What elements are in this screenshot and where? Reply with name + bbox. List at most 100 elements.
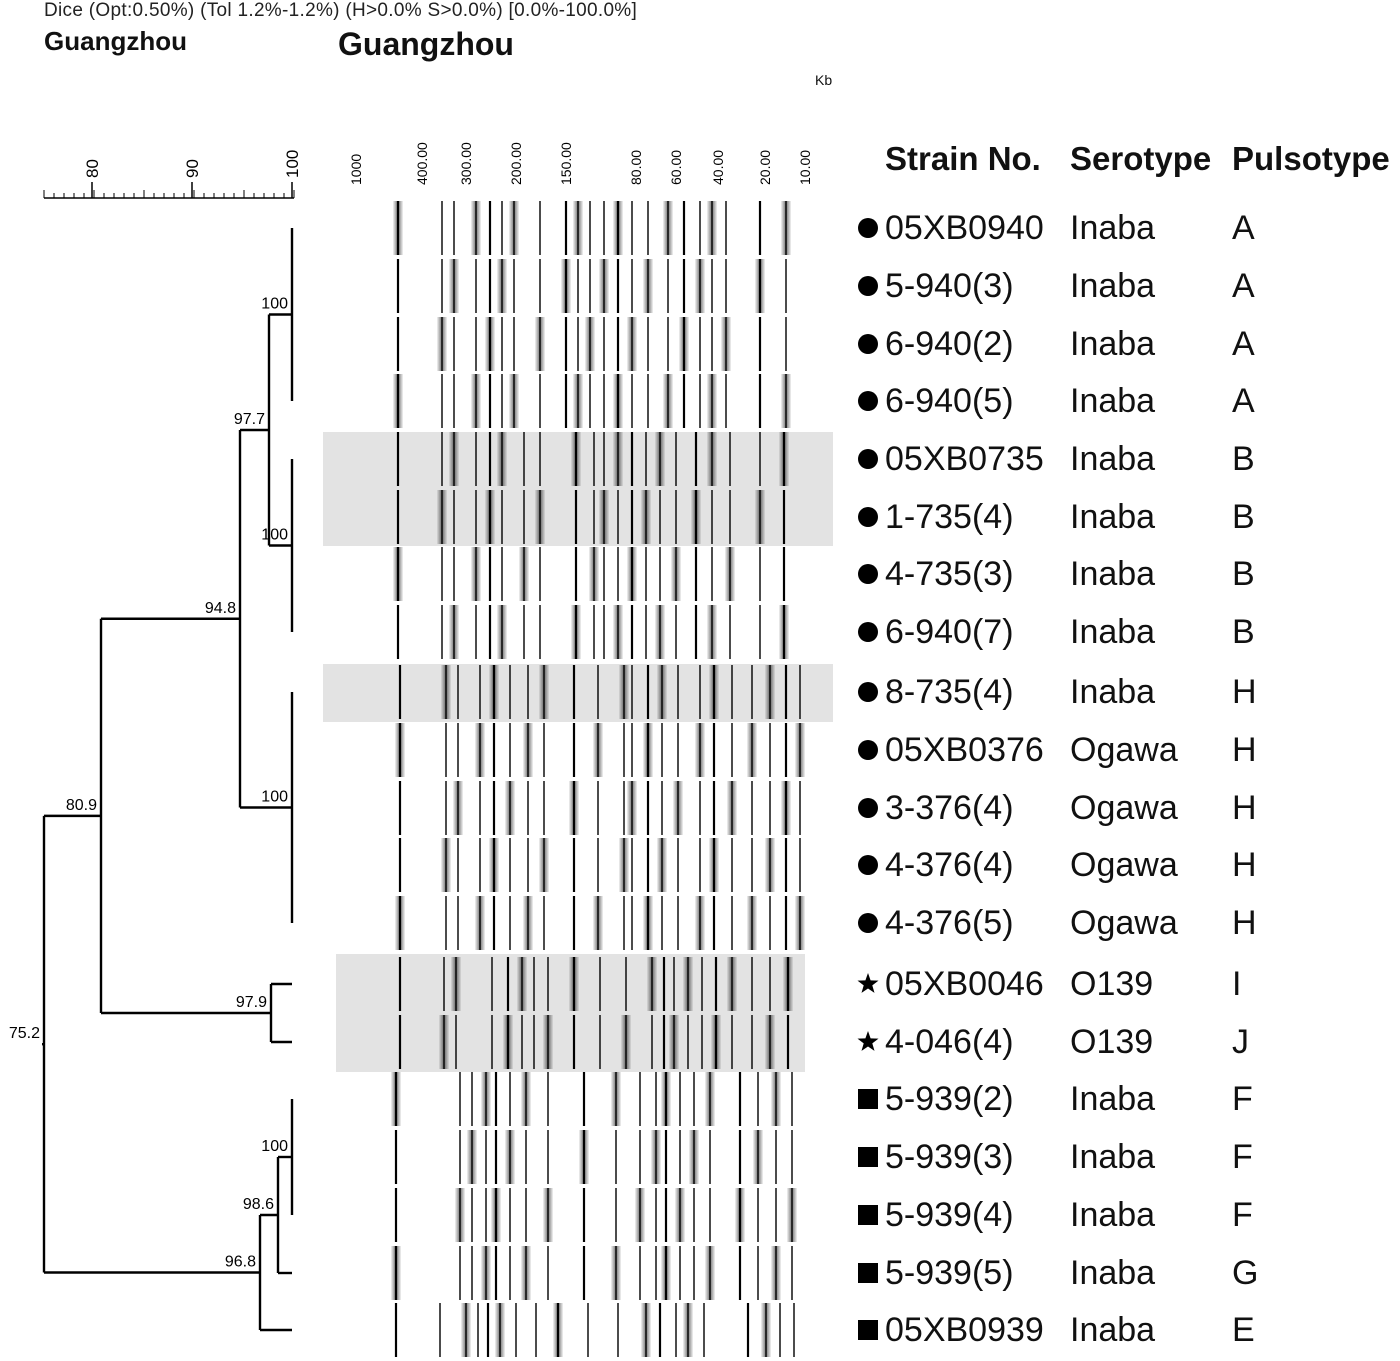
gel-lane [398,665,801,719]
serotype-value: Inaba [1070,613,1156,651]
strain-column-header: Strain No. [885,140,1041,177]
serotype-value: O139 [1070,1023,1154,1061]
circle-marker-icon [858,564,878,584]
dendrogram-title: Guangzhou [44,26,187,56]
gel-lane [396,317,787,371]
strain-number: 6-940(5) [885,382,1014,420]
gel-lane [393,547,786,601]
serotype-value: Inaba [1070,1080,1156,1118]
circle-marker-icon [858,682,878,702]
pulsotype-value: A [1232,325,1255,363]
pulsotype-value: G [1232,1254,1259,1292]
circle-marker-icon [858,913,878,933]
pulsotype-value: H [1232,846,1257,884]
strain-number: 5-939(3) [885,1138,1014,1176]
size-marker-label: 40.00 [710,150,726,185]
gel-lane [395,723,805,777]
gel-lane [394,1188,797,1242]
pulsotype-value: I [1232,965,1242,1003]
square-marker-icon [858,1147,878,1167]
serotype-value: Inaba [1070,267,1156,305]
star-marker-icon [857,1031,879,1051]
scale-tick-label: 80 [83,159,102,178]
gel-lane [398,1015,790,1069]
pulsotype-value: A [1232,382,1255,420]
serotype-value: Inaba [1070,555,1156,593]
node-similarity-label: 97.7 [234,411,265,428]
node-similarity-label: 96.8 [225,1254,256,1271]
square-marker-icon [858,1205,878,1225]
kb-unit-label: Kb [815,72,833,88]
circle-marker-icon [858,855,878,875]
circle-marker-icon [858,622,878,642]
star-marker-icon [857,973,879,993]
node-similarity-label: 98.6 [243,1196,274,1213]
serotype-value: Inaba [1070,673,1156,711]
size-marker-label: 80.00 [628,150,644,185]
size-marker-label: 400.00 [414,142,430,185]
strain-number: 5-939(5) [885,1254,1014,1292]
pulsotype-value: B [1232,440,1255,478]
size-marker-label: 1000 [348,154,364,185]
square-marker-icon [858,1320,878,1340]
gel-lane [394,1130,793,1184]
size-marker-label: 20.00 [757,150,773,185]
serotype-value: Ogawa [1070,904,1178,942]
size-marker-label: 60.00 [668,150,684,185]
strain-number: 05XB0376 [885,731,1044,769]
pulsotype-column-header: Pulsotype [1232,140,1390,177]
gel-lane [398,838,801,892]
gel-lanes [323,201,833,1357]
size-marker-label: 10.00 [797,150,813,185]
pulsotype-value: B [1232,613,1255,651]
gel-lane [391,1246,793,1300]
serotype-value: O139 [1070,965,1154,1003]
gel-lane [396,432,789,486]
circle-marker-icon [858,507,878,527]
pulsotype-value: A [1232,209,1255,247]
strain-number: 05XB0939 [885,1311,1044,1349]
strain-number: 8-735(4) [885,673,1014,711]
pulsotype-value: E [1232,1311,1255,1349]
serotype-value: Inaba [1070,498,1156,536]
pulsotype-value: B [1232,498,1255,536]
circle-marker-icon [858,276,878,296]
square-marker-icon [858,1263,878,1283]
strain-number: 1-735(4) [885,498,1014,536]
gel-title: Guangzhou [338,26,514,62]
serotype-value: Inaba [1070,209,1156,247]
pulsotype-value: H [1232,673,1257,711]
pulsotype-value: F [1232,1080,1253,1118]
node-similarity-label: 100 [261,789,288,806]
node-similarity-label: 97.9 [236,994,267,1011]
serotype-value: Inaba [1070,382,1156,420]
strain-number: 6-940(2) [885,325,1014,363]
strain-number: 5-939(4) [885,1196,1014,1234]
strain-number: 05XB0940 [885,209,1044,247]
gel-lane [396,605,789,659]
size-marker-label: 200.00 [508,142,524,185]
gel-lane [394,1303,795,1357]
gel-lane [396,259,787,313]
gel-lane [391,1072,793,1126]
size-marker-label: 150.00 [558,142,574,185]
gel-lane [393,374,791,428]
circle-marker-icon [858,391,878,411]
pulsotype-value: H [1232,904,1257,942]
serotype-value: Inaba [1070,1311,1156,1349]
strain-number: 5-940(3) [885,267,1014,305]
square-marker-icon [858,1089,878,1109]
node-similarity-label: 100 [261,1138,288,1155]
pulsotype-value: F [1232,1138,1253,1176]
circle-marker-icon [858,218,878,238]
strain-number: 4-376(5) [885,904,1014,942]
serotype-column-header: Serotype [1070,140,1212,177]
scale-tick-label: 90 [183,159,202,178]
serotype-value: Inaba [1070,1138,1156,1176]
strain-number: 3-376(4) [885,789,1014,827]
